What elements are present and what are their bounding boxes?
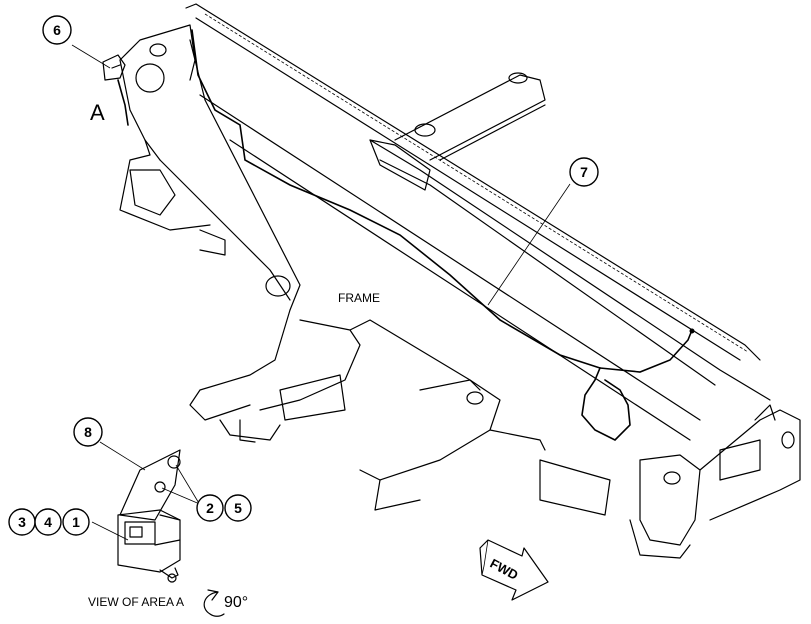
callout-6: 6 bbox=[42, 15, 72, 45]
main-frame bbox=[185, 3, 771, 441]
callout-2: 2 bbox=[196, 494, 224, 522]
rotation-label: 90° bbox=[224, 594, 248, 611]
frame-label: FRAME bbox=[338, 291, 380, 305]
rotate-arrow-icon bbox=[203, 589, 225, 617]
svg-text:2: 2 bbox=[206, 500, 214, 516]
fwd-label: FWD bbox=[488, 556, 521, 583]
svg-text:5: 5 bbox=[234, 500, 242, 516]
rear-mount bbox=[629, 404, 801, 559]
callout-1: 1 bbox=[62, 508, 90, 536]
view-caption: VIEW OF AREA A bbox=[88, 595, 184, 609]
callout-8: 8 bbox=[73, 417, 103, 447]
lower-frame bbox=[189, 309, 611, 516]
callout-4: 4 bbox=[34, 508, 62, 536]
callout-3: 3 bbox=[8, 508, 36, 536]
left-upright bbox=[119, 24, 291, 301]
callout-7: 7 bbox=[569, 157, 599, 187]
wire-harness bbox=[117, 29, 695, 441]
svg-text:7: 7 bbox=[580, 164, 588, 180]
svg-text:4: 4 bbox=[44, 514, 52, 530]
leader-lines bbox=[71, 44, 571, 541]
svg-text:3: 3 bbox=[18, 514, 26, 530]
forward-arrow-icon: FWD bbox=[479, 539, 549, 601]
callout-5: 5 bbox=[224, 494, 252, 522]
area-marker-label: A bbox=[90, 100, 105, 125]
svg-text:8: 8 bbox=[84, 424, 92, 440]
sensor-bracket-detail bbox=[117, 449, 181, 583]
svg-text:6: 6 bbox=[53, 22, 61, 38]
svg-text:1: 1 bbox=[72, 514, 80, 530]
connector-part-6 bbox=[102, 54, 126, 81]
